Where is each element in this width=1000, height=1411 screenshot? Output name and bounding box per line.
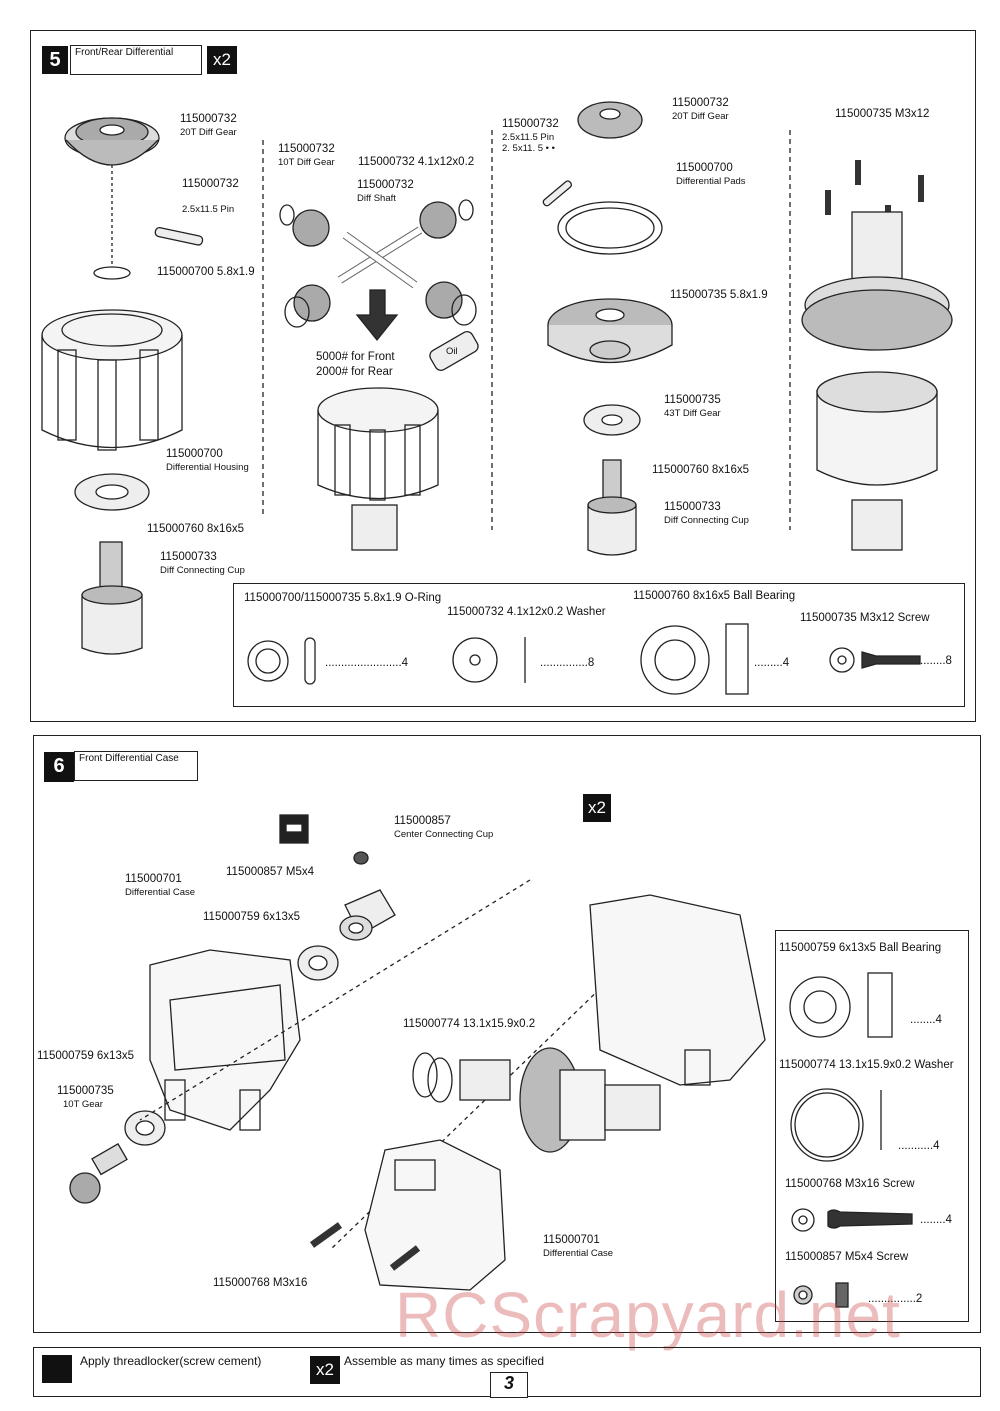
label-pads-name: Differential Pads bbox=[676, 176, 746, 187]
legend6-washer-title: 115000774 13.1x15.9x0.2 Washer bbox=[779, 1059, 954, 1071]
label-case2-name: Differential Case bbox=[543, 1248, 614, 1259]
label-pads-code: 115000700 bbox=[676, 162, 733, 174]
diff-shaft-icon bbox=[337, 226, 423, 289]
label-20t-code: 115000732 bbox=[180, 113, 237, 125]
footer-multiplier: x2 bbox=[310, 1356, 340, 1384]
legend-bearing-qty: .........4 bbox=[754, 657, 790, 669]
label-cup-b-code: 115000733 bbox=[664, 501, 721, 513]
legend6-screw16-qty: ........4 bbox=[920, 1214, 952, 1226]
label-pin-code: 115000732 bbox=[182, 178, 239, 190]
legend6-screw16-title: 115000768 M3x16 Screw bbox=[785, 1178, 915, 1190]
legend6-washer-qty: ...........4 bbox=[898, 1140, 940, 1152]
label-shaft-name: Diff Shaft bbox=[357, 193, 396, 204]
diff-case-left-icon bbox=[149, 949, 301, 1131]
diff-case-lower-icon bbox=[364, 1139, 506, 1291]
label-20t-b-code: 115000732 bbox=[672, 97, 729, 109]
step6-parts-legend bbox=[775, 930, 969, 1322]
label-cup-name: Diff Connecting Cup bbox=[160, 565, 245, 576]
label-pin-b-size: 2.5x11.5 Pin bbox=[502, 132, 555, 143]
step6-multiplier: x2 bbox=[583, 794, 611, 822]
label-pin-b-size2: 2. 5x11. 5 • • bbox=[502, 143, 555, 154]
legend-screw-qty: ........8 bbox=[920, 655, 952, 667]
legend-bearing-title: 115000760 8x16x5 Ball Bearing bbox=[633, 590, 796, 602]
legend6-bearing-qty: ........4 bbox=[910, 1014, 942, 1026]
label-20t-b-name: 20T Diff Gear bbox=[672, 111, 729, 122]
label-m3x16-code: 115000768 M3x16 bbox=[213, 1277, 308, 1289]
label-oil-front: 5000# for Front bbox=[316, 351, 395, 363]
step5-number: 5 bbox=[42, 46, 68, 74]
footer-assemble: Assemble as many times as specified bbox=[344, 1354, 545, 1368]
label-oring-b-code: 115000735 5.8x1.9 bbox=[670, 289, 768, 301]
assembled-diff-icon bbox=[459, 1047, 661, 1153]
label-bearing-b-code: 115000760 8x16x5 bbox=[652, 464, 749, 476]
legend-washer-qty: ...............8 bbox=[540, 657, 595, 669]
label-oil-tag: Oil bbox=[446, 346, 458, 357]
label-housing-name: Differential Housing bbox=[166, 462, 249, 473]
diff-housing-icon bbox=[41, 309, 183, 451]
label-washer-code: 115000732 4.1x12x0.2 bbox=[358, 156, 475, 168]
label-pin-b-code: 115000732 bbox=[502, 118, 559, 130]
legend6-bearing-title: 115000759 6x13x5 Ball Bearing bbox=[779, 942, 942, 954]
step5-parts-legend bbox=[233, 583, 965, 707]
legend6-screw5-title: 115000857 M5x4 Screw bbox=[785, 1251, 909, 1263]
label-cup-code: 115000733 bbox=[160, 551, 217, 563]
label-pin-size: 2.5x11.5 Pin bbox=[182, 204, 235, 215]
legend-oring-title: 115000700/115000735 5.8x1.9 O-Ring bbox=[244, 592, 442, 604]
diff-cup-icon bbox=[81, 541, 143, 655]
footer-threadlocker: Apply threadlocker(screw cement) bbox=[80, 1354, 262, 1368]
label-center-cup-name: Center Connecting Cup bbox=[394, 829, 494, 840]
label-oring-code: 115000700 5.8x1.9 bbox=[157, 266, 255, 278]
watermark: RCScrapyard.net bbox=[395, 1279, 901, 1351]
label-center-cup-code: 115000857 bbox=[394, 815, 451, 827]
label-case-name: Differential Case bbox=[125, 887, 196, 898]
legend-washer-title: 115000732 4.1x12x0.2 Washer bbox=[447, 606, 606, 618]
step6-number: 6 bbox=[44, 752, 74, 782]
label-10t-gear-code: 115000735 bbox=[57, 1085, 114, 1097]
legend6-screw5-qty: ...............2 bbox=[868, 1293, 923, 1305]
label-bearing2-code: 115000759 6x13x5 bbox=[37, 1050, 134, 1062]
label-20t-name: 20T Diff Gear bbox=[180, 127, 237, 138]
legend-oring-qty: ........................4 bbox=[325, 657, 409, 669]
label-10t-code: 115000732 bbox=[278, 143, 335, 155]
label-case2-code: 115000701 bbox=[543, 1234, 600, 1246]
step6-panel bbox=[33, 735, 981, 1333]
threadlocker-icon bbox=[42, 1355, 72, 1383]
label-m5x4-code: 115000857 M5x4 bbox=[226, 866, 315, 878]
label-10t-gear-name: 10T Gear bbox=[63, 1099, 103, 1110]
label-cup-b-name: Diff Connecting Cup bbox=[664, 515, 749, 526]
gear-20t-icon bbox=[64, 117, 160, 166]
step5-multiplier: x2 bbox=[207, 46, 237, 74]
label-housing-code: 115000700 bbox=[166, 448, 223, 460]
gear-43t-icon bbox=[547, 298, 673, 364]
label-shaft-code: 115000732 bbox=[357, 179, 414, 191]
diff-case-right-icon bbox=[589, 894, 766, 1086]
label-screw-m3x12: 115000735 M3x12 bbox=[835, 108, 930, 120]
step6-title: Front Differential Case bbox=[74, 751, 198, 781]
label-washer774-code: 115000774 13.1x15.9x0.2 bbox=[403, 1018, 536, 1030]
label-bearing1-code: 115000759 6x13x5 bbox=[203, 911, 300, 923]
page-number: 3 bbox=[490, 1372, 528, 1398]
label-oil-rear: 2000# for Rear bbox=[316, 366, 393, 378]
label-43t-code: 115000735 bbox=[664, 394, 721, 406]
label-43t-name: 43T Diff Gear bbox=[664, 408, 721, 419]
step5-title: Front/Rear Differential bbox=[70, 45, 202, 75]
label-case-code: 115000701 bbox=[125, 873, 182, 885]
label-10t-name: 10T Diff Gear bbox=[278, 157, 335, 168]
step5-panel bbox=[30, 30, 976, 722]
label-bearing-code: 115000760 8x16x5 bbox=[147, 523, 244, 535]
legend-screw-title: 115000735 M3x12 Screw bbox=[800, 612, 930, 624]
